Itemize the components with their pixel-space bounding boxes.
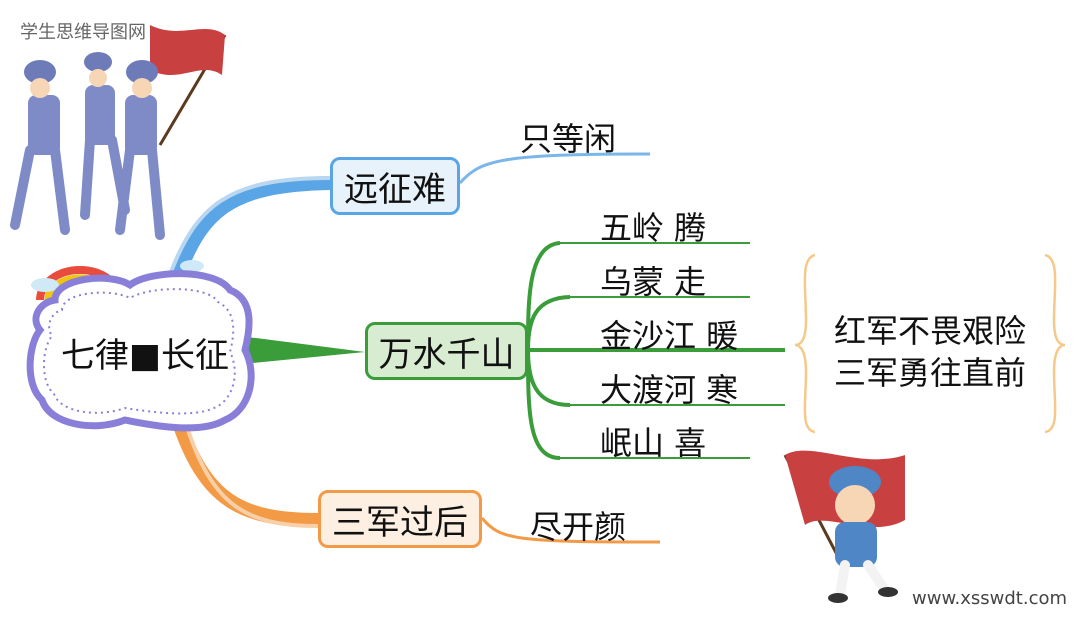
branch-node-sanjunguohou: 三军过后 (318, 490, 482, 548)
leaf-wumeng-zou: 乌蒙 走 (600, 263, 707, 301)
center-node-title: 七律■长征 (60, 336, 230, 376)
summary-line-2: 三军勇往直前 (833, 354, 1026, 392)
connector-center-to-yuanzhengnan (168, 176, 337, 292)
summary-text: 红军不畏艰险 三军勇往直前 (820, 310, 1040, 394)
connector-sanjun-to-leaf (480, 517, 661, 544)
leaf-jinkaiyan: 尽开颜 (530, 508, 627, 546)
leaf-minshan-xi: 岷山 喜 (600, 424, 707, 462)
flag-boy-illustration (783, 450, 905, 603)
connector-center-to-sanjun (171, 413, 325, 527)
marching-soldiers-illustration (10, 25, 227, 240)
branch-node-yuanzhengnan: 远征难 (330, 157, 460, 215)
leaf-jinshajiang-nuan: 金沙江 暖 (600, 317, 739, 355)
watermark-site-name: 学生思维导图网 (20, 22, 146, 43)
watermark-url: www.xsswdt.com (912, 588, 1068, 609)
summary-brace-right (1044, 253, 1066, 434)
connector-yuanzhengnan-to-leaf (458, 152, 651, 184)
center-cloud-shape (26, 270, 255, 432)
connector-center-to-yuanzhengnan-shadow (166, 176, 331, 281)
branch-node-wanshuiqianshan: 万水千山 (365, 322, 528, 380)
summary-line-1: 红军不畏艰险 (833, 312, 1026, 350)
leaf-zhidengxian: 只等闲 (520, 120, 617, 158)
leaf-daduhe-han: 大渡河 寒 (600, 371, 739, 409)
summary-brace-left (794, 253, 816, 434)
leaf-wuling-teng: 五岭 腾 (600, 209, 707, 247)
connector-wanshui-trunk (526, 241, 785, 460)
center-cloud-dots (43, 288, 236, 415)
connector-center-to-sanjun-shadow (184, 423, 319, 528)
connector-center-to-wanshui (232, 335, 365, 365)
